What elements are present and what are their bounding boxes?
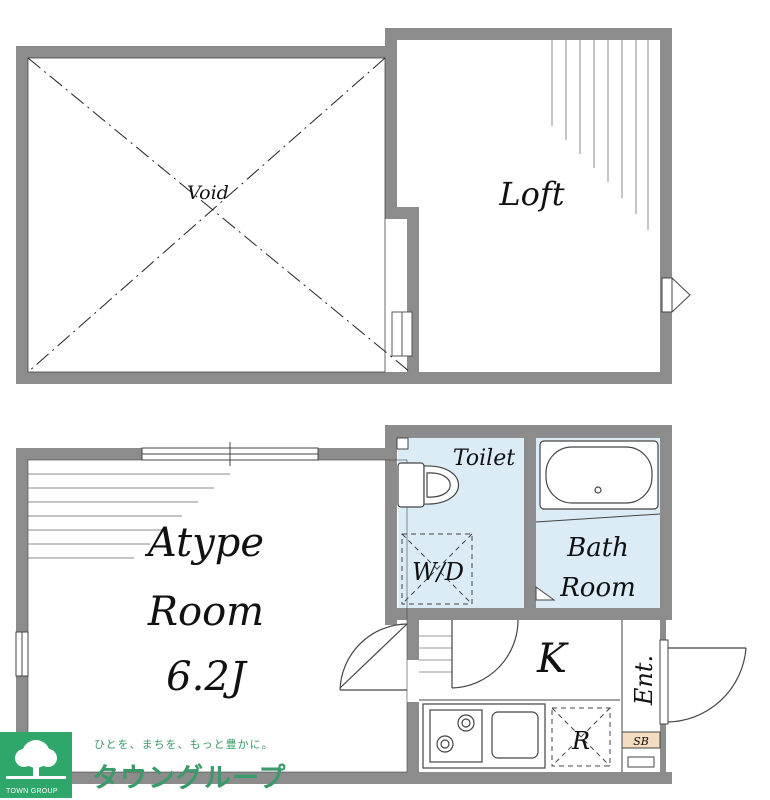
room-wall-left bbox=[16, 448, 28, 784]
upper-level: Void Loft bbox=[16, 28, 691, 384]
brand-watermark: TOWN GROUP ひとを、まちを、もっと豊かに。 タウングループ bbox=[0, 730, 330, 800]
kitchen-room-wall bbox=[407, 620, 419, 660]
town-group-logo: TOWN GROUP bbox=[0, 732, 72, 798]
entrance-label: Ent. bbox=[630, 655, 658, 706]
bath-label-1: Bath bbox=[566, 533, 629, 563]
refrigerator-space bbox=[551, 707, 611, 767]
bathtub bbox=[535, 440, 661, 523]
wet-wall-left bbox=[385, 425, 397, 625]
room-floor-lines bbox=[28, 473, 230, 559]
upper-wall-bottom bbox=[16, 372, 672, 384]
refrigerator-label: R bbox=[571, 727, 590, 755]
brand-tagline: ひとを、まちを、もっと豊かに。 bbox=[94, 738, 274, 751]
pipe-shaft bbox=[396, 437, 409, 450]
room-label: Room bbox=[147, 589, 264, 635]
bath-door bbox=[535, 586, 556, 601]
kitchen-counter bbox=[422, 703, 546, 769]
stove-burner-icon bbox=[436, 714, 475, 753]
toilet-bath-wall bbox=[524, 438, 536, 620]
upper-outer-wall bbox=[16, 28, 672, 312]
room-type-label: Atype bbox=[144, 520, 264, 566]
wet-wall-bottom bbox=[385, 608, 672, 620]
void-wall-top bbox=[16, 46, 397, 58]
toilet-fixture bbox=[397, 462, 460, 508]
lower-wall-bottom bbox=[16, 772, 672, 784]
loft-window bbox=[661, 277, 673, 313]
bath-label-2: Room bbox=[559, 573, 636, 603]
kitchen-label: K bbox=[536, 636, 569, 682]
kitchen-room-wall-lower bbox=[407, 702, 419, 784]
kitchen-step-lines bbox=[419, 635, 452, 673]
shoe-box bbox=[621, 731, 661, 749]
room-size-label: 6.2J bbox=[166, 654, 248, 700]
void-inner-outline bbox=[27, 57, 386, 373]
loft-window-swing bbox=[671, 277, 691, 313]
wd-label: W/D bbox=[412, 558, 464, 586]
loft-stair-lines bbox=[551, 40, 649, 230]
wet-area-door bbox=[451, 619, 519, 689]
wet-wall-right bbox=[660, 425, 672, 620]
washer-dryer-space bbox=[401, 533, 473, 605]
void-loft-partition bbox=[385, 46, 419, 372]
wet-wall-top bbox=[385, 425, 672, 438]
void-diagonal-2 bbox=[27, 57, 386, 373]
void-wall-left bbox=[16, 46, 28, 384]
entrance-door-frame bbox=[659, 639, 669, 725]
brand-name: タウングループ bbox=[92, 763, 287, 794]
void-diagonal-1 bbox=[27, 57, 411, 373]
meter-box bbox=[627, 756, 655, 768]
shoe-box-label: SB bbox=[633, 735, 649, 748]
tree-logo-icon bbox=[6, 740, 66, 779]
lower-level: Toilet W/D Bath Room Atype Room 6.2J K R… bbox=[15, 425, 747, 784]
void-label: Void bbox=[187, 182, 229, 204]
loft-wall-right bbox=[660, 28, 672, 384]
loft-label: Loft bbox=[498, 175, 564, 213]
room-inner-outline bbox=[27, 459, 408, 773]
room-door bbox=[339, 623, 408, 691]
entrance-door bbox=[665, 647, 747, 723]
logo-text: TOWN GROUP bbox=[6, 788, 58, 795]
toilet-label: Toilet bbox=[453, 446, 515, 471]
